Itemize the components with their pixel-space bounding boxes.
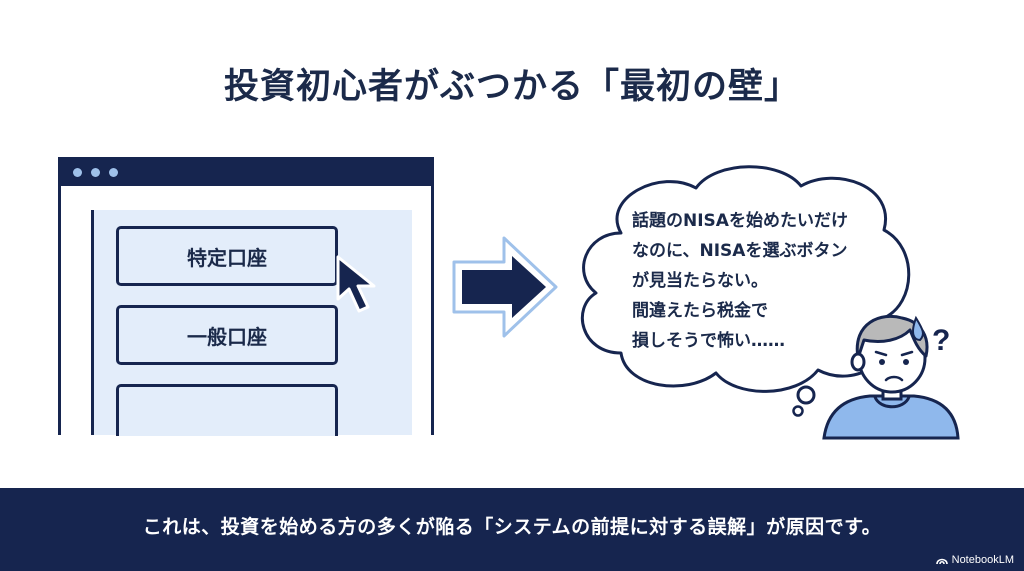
brand-label: NotebookLM: [951, 554, 1014, 566]
empty-account-option: [116, 384, 338, 436]
right-arrow-icon: [452, 236, 558, 338]
thought-bubble-text: 話題のNISAを始めたいだけ なのに、NISAを選ぶボタン が見当たらない。 間…: [632, 211, 848, 351]
footer-caption: これは、投資を始める方の多くが陥る「システムの前提に対する誤解」が原因です。: [142, 516, 882, 538]
window-dot-icon: [91, 168, 100, 177]
notebooklm-logo-icon: [935, 558, 948, 565]
specific-account-option: 特定口座: [116, 226, 338, 286]
mouse-cursor-icon: [336, 255, 376, 313]
general-account-option: 一般口座: [116, 305, 338, 365]
slide-title: 投資初心者がぶつかる「最初の壁」: [223, 67, 800, 107]
worried-person-icon: ?: [822, 314, 960, 440]
browser-window-illustration: 特定口座 一般口座: [58, 157, 434, 436]
window-dot-icon: [73, 168, 82, 177]
window-title-bar: [61, 160, 431, 186]
brand-watermark: NotebookLM: [935, 554, 1014, 566]
footer-banner: [0, 488, 1024, 571]
question-mark: ?: [932, 324, 950, 357]
window-dot-icon: [109, 168, 118, 177]
